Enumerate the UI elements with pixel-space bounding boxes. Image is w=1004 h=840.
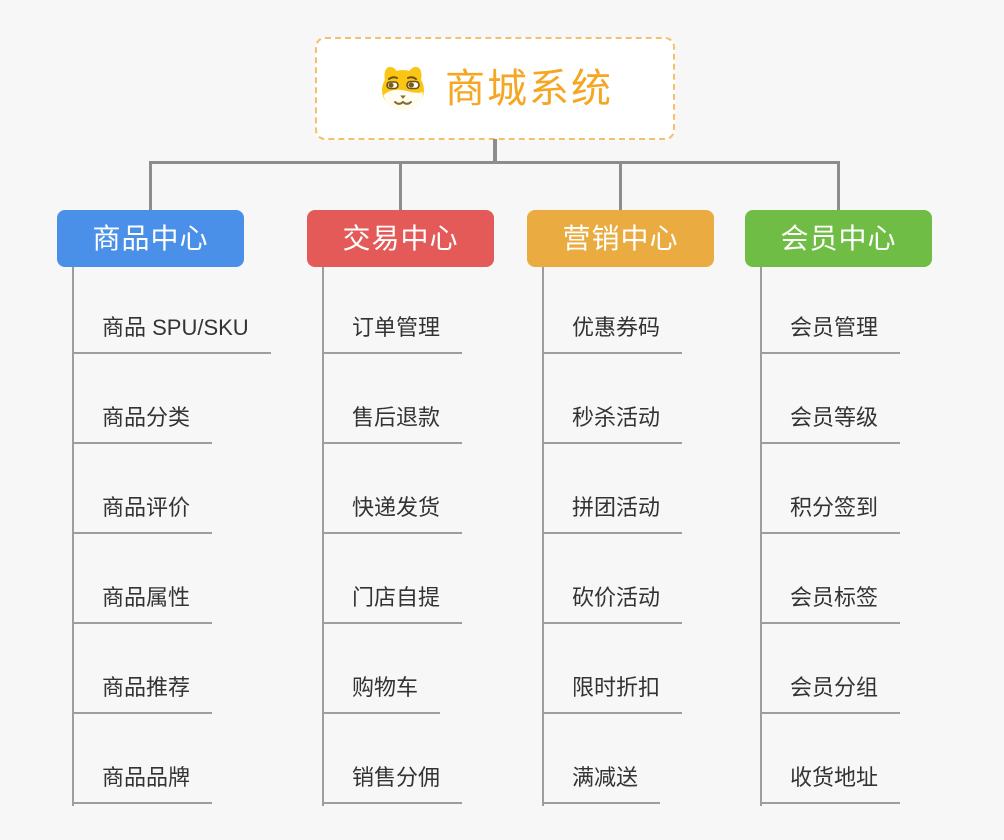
leaf-item[interactable]: 会员标签 (760, 582, 901, 624)
leaf-item[interactable]: 订单管理 (322, 312, 463, 354)
branch-bus-line (149, 161, 840, 164)
branch-label: 营销中心 (562, 222, 679, 254)
branch-column-2: 营销中心 优惠券码秒杀活动拼团活动砍价活动限时折扣满减送 (527, 162, 714, 806)
branch-header[interactable]: 营销中心 (527, 210, 714, 267)
branch-header[interactable]: 会员中心 (745, 210, 932, 267)
branch-stem-line (72, 267, 74, 806)
leaf-item[interactable]: 会员分组 (760, 672, 901, 714)
leaf-item[interactable]: 商品品牌 (72, 762, 213, 804)
branch-connector-stub (619, 162, 622, 210)
branch-label: 交易中心 (342, 222, 459, 254)
branch-column-1: 交易中心 订单管理售后退款快递发货门店自提购物车销售分佣 (307, 162, 494, 806)
leaf-item[interactable]: 商品分类 (72, 402, 213, 444)
leaf-item[interactable]: 优惠券码 (542, 312, 683, 354)
leaf-item[interactable]: 积分签到 (760, 492, 901, 534)
branch-column-3: 会员中心 会员管理会员等级积分签到会员标签会员分组收货地址 (745, 162, 932, 806)
branch-stem-line (760, 267, 762, 806)
branch-connector-stub (837, 162, 840, 210)
leaf-item[interactable]: 砍价活动 (542, 582, 683, 624)
branch-stem-line (322, 267, 324, 806)
branch-label: 商品中心 (92, 222, 209, 254)
leaf-item[interactable]: 商品推荐 (72, 672, 213, 714)
leaf-item[interactable]: 购物车 (322, 672, 441, 714)
branch-label: 会员中心 (780, 222, 897, 254)
leaf-item[interactable]: 收货地址 (760, 762, 901, 804)
branch-stem-line (542, 267, 544, 806)
leaf-item[interactable]: 售后退款 (322, 402, 463, 444)
leaf-item[interactable]: 会员等级 (760, 402, 901, 444)
leaf-item[interactable]: 满减送 (542, 762, 661, 804)
root-node[interactable]: 商城系统 (315, 37, 675, 140)
doge-icon (382, 66, 424, 111)
leaf-item[interactable]: 快递发货 (322, 492, 463, 534)
leaf-item[interactable]: 会员管理 (760, 312, 901, 354)
branch-connector-stub (399, 162, 402, 210)
leaf-item[interactable]: 秒杀活动 (542, 402, 683, 444)
leaf-item[interactable]: 限时折扣 (542, 672, 683, 714)
branch-header[interactable]: 商品中心 (57, 210, 244, 267)
root-connector-line (493, 139, 497, 163)
branch-header[interactable]: 交易中心 (307, 210, 494, 267)
branch-connector-stub (149, 162, 152, 210)
branch-column-0: 商品中心 商品 SPU/SKU 商品分类商品评价商品属性商品推荐商品品牌 (57, 162, 271, 806)
leaf-item[interactable]: 门店自提 (322, 582, 463, 624)
root-title: 商城系统 (445, 66, 613, 111)
leaf-item[interactable]: 商品 SPU/SKU (72, 312, 271, 354)
leaf-item[interactable]: 商品属性 (72, 582, 213, 624)
leaf-item[interactable]: 拼团活动 (542, 492, 683, 534)
leaf-item[interactable]: 商品评价 (72, 492, 213, 534)
leaf-item[interactable]: 销售分佣 (322, 762, 463, 804)
